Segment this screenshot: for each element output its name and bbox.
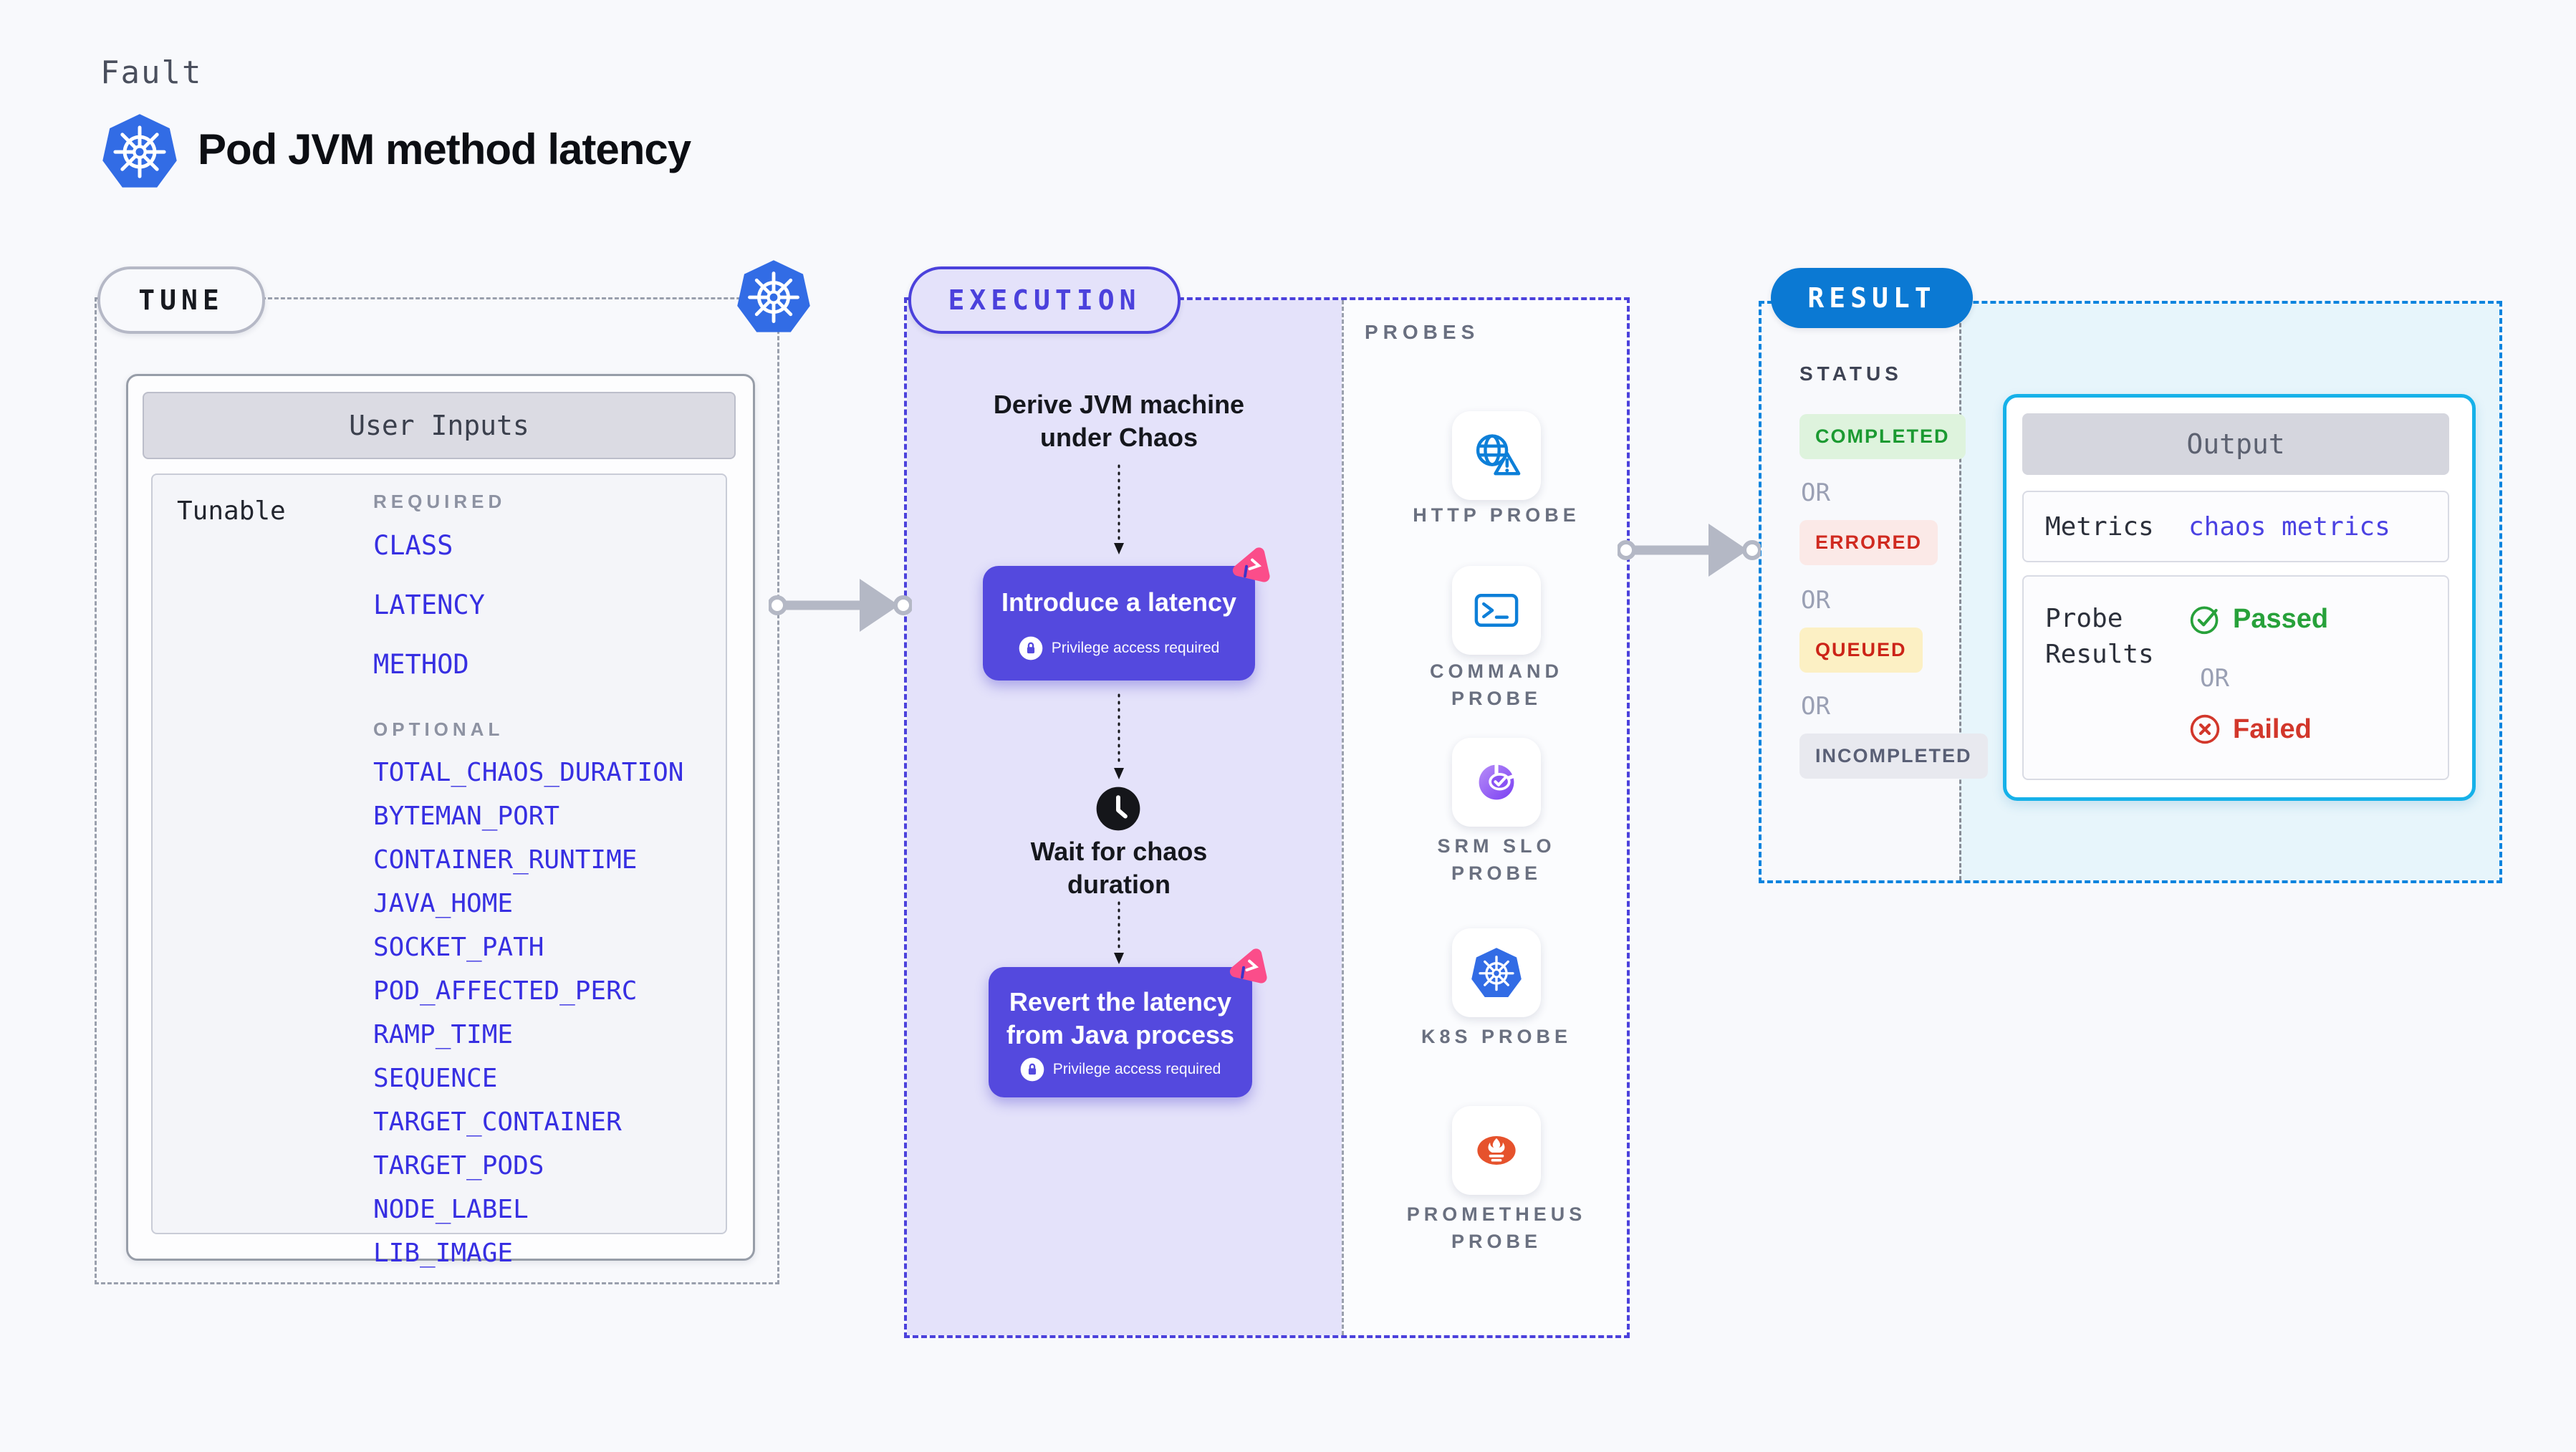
- derive-jvm-step-label: Derive JVM machine under Chaos: [993, 390, 1245, 452]
- prometheus-probe-card: [1452, 1106, 1541, 1195]
- chaos-icon: [1229, 948, 1267, 984]
- introduce-latency-label: Introduce a latency: [1001, 587, 1237, 617]
- user-inputs-list: Tunable REQUIRED CLASS LATENCY METHOD OP…: [151, 473, 727, 1268]
- user-inputs-panel: User Inputs Tunable REQUIRED CLASS LATEN…: [126, 374, 755, 1268]
- result-pill: RESULT: [1771, 268, 1973, 328]
- or-label: OR: [2200, 664, 2229, 693]
- tune-kubernetes-icon: [737, 260, 810, 332]
- clock-icon: [1096, 787, 1140, 831]
- flow-down-arrow-icon: [1114, 901, 1124, 964]
- wait-for-chaos-label: Wait for chaos duration: [1030, 837, 1208, 899]
- status-badge-completed: COMPLETED: [1799, 414, 1966, 459]
- passed-result: Passed: [2188, 602, 2328, 635]
- param-link-pod-affected-perc[interactable]: POD_AFFECTED_PERC: [373, 976, 638, 1006]
- introduce-latency-step: Introduce a latency Privilege access req…: [983, 547, 1270, 681]
- metrics-value: chaos metrics: [2188, 512, 2390, 542]
- failed-label: Failed: [2233, 713, 2312, 744]
- revert-latency-label: Revert the latency from Java process: [1006, 987, 1235, 1049]
- probe-results-row: Probe Results Passed OR Failed: [2022, 575, 2449, 780]
- passed-check-icon: [2190, 606, 2219, 635]
- srm-slo-probe-card: [1452, 738, 1541, 827]
- status-badge-incompleted: INCOMPLETED: [1799, 734, 1988, 779]
- header-kicker: Fault: [100, 54, 203, 91]
- revert-latency-step: Revert the latency from Java process Pri…: [989, 948, 1267, 1097]
- param-link-node-label[interactable]: NODE_LABEL: [373, 1195, 529, 1224]
- failed-x-icon: [2190, 714, 2220, 744]
- execution-pill: EXECUTION: [908, 266, 1181, 334]
- privilege-badge: Privilege access required: [989, 1057, 1252, 1082]
- metrics-row: Metrics chaos metrics: [2022, 491, 2449, 562]
- http-probe-icon: [1476, 434, 1521, 476]
- lock-icon: [1019, 636, 1043, 660]
- required-group-label: REQUIRED: [373, 491, 506, 512]
- probes-column-label: PROBES: [1365, 321, 1480, 343]
- probe-results-label: Probe Results: [2045, 604, 2154, 669]
- probe-label: SRM SLO PROBE: [1437, 835, 1556, 884]
- privilege-badge-label: Privilege access required: [1051, 640, 1220, 656]
- failed-result: Failed: [2188, 713, 2312, 746]
- or-label: OR: [1801, 479, 1830, 507]
- or-label: OR: [1801, 692, 1830, 721]
- status-badge-errored: ERRORED: [1799, 520, 1938, 565]
- probe-label: COMMAND PROBE: [1430, 660, 1563, 709]
- param-link-container-runtime[interactable]: CONTAINER_RUNTIME: [373, 845, 638, 875]
- lock-icon: [1020, 1057, 1044, 1082]
- output-header: Output: [2022, 413, 2449, 475]
- user-inputs-header: User Inputs: [143, 392, 736, 459]
- k8s-probe-card: [1452, 928, 1541, 1017]
- command-probe-card: [1452, 566, 1541, 655]
- flow-down-arrow-icon: [1114, 464, 1124, 554]
- prometheus-probe-icon: [1477, 1136, 1516, 1165]
- page-title: Pod JVM method latency: [198, 125, 691, 173]
- param-link-lib-image[interactable]: LIB_IMAGE: [373, 1239, 514, 1268]
- tunable-row-label: Tunable: [177, 496, 286, 526]
- http-probe-card: [1452, 411, 1541, 500]
- arrow-execution-to-result-icon: [1618, 524, 1761, 577]
- param-link-ramp-time[interactable]: RAMP_TIME: [373, 1020, 514, 1049]
- param-link-total-chaos-duration[interactable]: TOTAL_CHAOS_DURATION: [373, 758, 684, 787]
- probe-label: HTTP PROBE: [1413, 504, 1580, 526]
- k8s-probe-icon: [1471, 948, 1522, 998]
- arrow-tune-to-execution-icon: [769, 579, 912, 632]
- status-label: STATUS: [1799, 362, 1903, 385]
- flow-down-arrow-icon: [1114, 693, 1124, 779]
- srm-slo-probe-icon: [1479, 763, 1516, 800]
- passed-label: Passed: [2233, 603, 2329, 634]
- probe-label: K8S PROBE: [1421, 1026, 1572, 1047]
- chaos-icon: [1232, 547, 1270, 582]
- status-column: [1762, 304, 1959, 880]
- privilege-badge-label: Privilege access required: [1052, 1061, 1221, 1077]
- output-card: Output Metrics chaos metrics Probe Resul…: [2003, 394, 2476, 801]
- param-link-byteman-port[interactable]: BYTEMAN_PORT: [373, 802, 560, 831]
- param-link-sequence[interactable]: SEQUENCE: [373, 1064, 498, 1093]
- command-probe-icon: [1474, 594, 1519, 627]
- param-link-method[interactable]: METHOD: [373, 649, 469, 680]
- tune-section-box: [95, 297, 779, 1284]
- param-link-latency[interactable]: LATENCY: [373, 590, 485, 620]
- privilege-badge: Privilege access required: [983, 636, 1255, 660]
- optional-group-label: OPTIONAL: [373, 718, 504, 740]
- metrics-label: Metrics: [2045, 512, 2154, 542]
- param-link-socket-path[interactable]: SOCKET_PATH: [373, 933, 544, 962]
- status-badge-queued: QUEUED: [1799, 628, 1923, 673]
- param-link-target-container[interactable]: TARGET_CONTAINER: [373, 1107, 622, 1137]
- param-link-target-pods[interactable]: TARGET_PODS: [373, 1151, 544, 1181]
- probe-label: PROMETHEUS PROBE: [1406, 1203, 1587, 1252]
- param-link-java-home[interactable]: JAVA_HOME: [373, 889, 514, 918]
- kubernetes-logo-icon: [102, 114, 177, 188]
- tune-pill: TUNE: [97, 266, 265, 334]
- or-label: OR: [1801, 586, 1830, 615]
- param-link-class[interactable]: CLASS: [373, 530, 453, 561]
